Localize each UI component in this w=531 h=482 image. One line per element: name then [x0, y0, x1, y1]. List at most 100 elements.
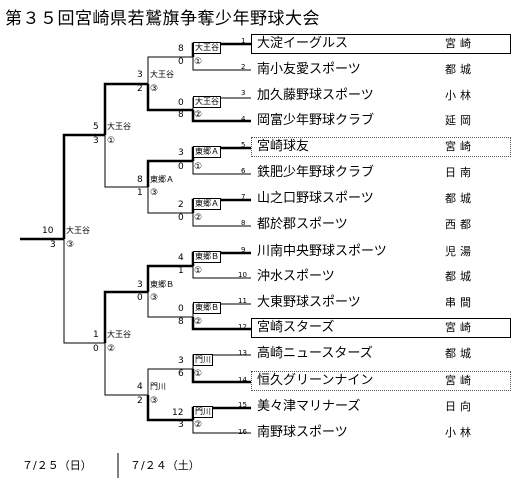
team-number: 10 — [238, 271, 247, 279]
game-number: ② — [194, 420, 203, 430]
score-top: 12 — [172, 408, 184, 418]
game-number: ③ — [150, 84, 159, 94]
winner-label: 大王谷 — [107, 122, 131, 131]
team-name: 山之口野球スポーツ — [257, 191, 374, 206]
winner-label: 東郷Ｂ — [193, 302, 221, 314]
team-city: 延岡 — [445, 114, 475, 127]
game-number: ③ — [150, 293, 159, 303]
score-bottom: 8 — [178, 317, 184, 327]
game-number: ① — [107, 136, 116, 146]
score-bottom: 2 — [137, 84, 143, 94]
score-top: 4 — [137, 382, 143, 392]
team-city: 小林 — [445, 89, 475, 102]
winner-label: 東郷Ｂ — [150, 280, 174, 289]
team-highlight-1 — [251, 34, 511, 54]
team-name: 高崎ニュースターズ — [257, 346, 373, 361]
game-number: ② — [194, 213, 203, 223]
score-bottom: 0 — [178, 213, 184, 223]
team-name: 美々津マリナーズ — [257, 399, 361, 414]
winner-label: 大王谷 — [193, 42, 221, 54]
team-city: 児湯 — [445, 245, 475, 258]
game-number: ① — [194, 266, 203, 276]
team-name: 岡富少年野球クラブ — [257, 113, 375, 128]
game-number: ② — [107, 344, 116, 354]
score-bottom: 0 — [178, 57, 184, 67]
score-top: 2 — [178, 200, 184, 210]
winner-label: 門川 — [193, 406, 213, 418]
team-name: 大淀イーグルス — [257, 36, 349, 51]
score-top: 0 — [178, 98, 184, 108]
team-number: 12 — [238, 323, 247, 331]
score-top: 0 — [178, 304, 184, 314]
team-name: 沖水スポーツ — [257, 269, 335, 284]
score-top: 3 — [178, 148, 184, 158]
team-name: 川南中央野球スポーツ — [257, 244, 387, 259]
game-number: ③ — [66, 240, 75, 250]
team-number: 7 — [241, 193, 246, 201]
score-top: 4 — [178, 253, 184, 263]
team-name: 恒久グリーンナイン — [257, 373, 374, 388]
score-bottom: 3 — [93, 136, 99, 146]
team-number: 14 — [238, 376, 247, 384]
r2-bracket-3 — [147, 265, 193, 318]
r2-bracket-4 — [147, 368, 193, 421]
game-number: ③ — [150, 396, 159, 406]
score-top: 8 — [178, 44, 184, 54]
team-name: 南野球スポーツ — [257, 425, 348, 440]
team-highlight-5 — [251, 137, 511, 157]
r2-bracket-2 — [147, 160, 193, 214]
team-number: 3 — [241, 89, 246, 97]
winner-label: 門川 — [193, 354, 213, 366]
score-top: 3 — [137, 70, 143, 80]
winner-label: 門川 — [150, 382, 166, 391]
score-bottom: 0 — [93, 344, 99, 354]
team-name: 鉄肥少年野球クラブ — [257, 165, 375, 180]
team-number: 8 — [241, 219, 246, 227]
score-bottom: 0 — [178, 162, 184, 172]
score-bottom: 6 — [178, 369, 184, 379]
champion-label: 大王谷 — [66, 226, 90, 235]
score-top: 8 — [137, 175, 143, 185]
final-bracket — [63, 134, 105, 344]
game-number: ① — [194, 57, 203, 67]
team-name: 大東野球スポーツ — [257, 295, 361, 310]
winner-label: 大王谷 — [150, 70, 174, 79]
winner-label: 東郷Ｂ — [193, 251, 221, 263]
winner-label: 大王谷 — [193, 96, 221, 108]
team-city: 宮崎 — [445, 140, 475, 153]
score-bottom: 8 — [178, 110, 184, 120]
score-top: 1 — [93, 330, 99, 340]
date-day2: ７/２５（日） — [22, 459, 92, 472]
team-number: 6 — [241, 167, 246, 175]
team-city: 都城 — [445, 63, 475, 76]
team-city: 宮崎 — [445, 374, 475, 387]
winner-label: 大王谷 — [107, 330, 131, 339]
date-day1: ７/２４（土） — [130, 459, 200, 472]
winner-label: 東郷Ａ — [150, 175, 174, 184]
team-highlight-14 — [251, 371, 511, 391]
team-number: 11 — [238, 297, 247, 305]
team-highlight-12 — [251, 318, 511, 338]
team-city: 日向 — [445, 400, 475, 413]
score-top: 10 — [42, 226, 54, 236]
team-number: 9 — [241, 246, 246, 254]
team-name: 南小友愛スポーツ — [257, 62, 361, 77]
winner-label: 東郷Ａ — [193, 198, 221, 210]
score-bottom: 2 — [137, 396, 143, 406]
team-number: 5 — [241, 141, 246, 149]
game-number: ① — [194, 162, 203, 172]
team-name: 都於郡スポーツ — [257, 217, 348, 232]
game-number: ② — [194, 317, 203, 327]
page-title: 第３５回宮崎県若鷲旗争奪少年野球大会 — [5, 9, 320, 29]
team-name: 宮崎球友 — [257, 139, 310, 154]
team-city: 都城 — [445, 270, 475, 283]
score-bottom: 0 — [137, 293, 143, 303]
team-number: 15 — [238, 401, 247, 409]
team-name: 加久藤野球スポーツ — [257, 88, 374, 103]
score-bottom: 3 — [178, 420, 184, 430]
team-city: 都城 — [445, 192, 475, 205]
score-bottom: 1 — [137, 188, 143, 198]
score-bottom: 1 — [178, 266, 184, 276]
team-city: 宮崎 — [445, 321, 475, 334]
team-number: 13 — [238, 349, 247, 357]
